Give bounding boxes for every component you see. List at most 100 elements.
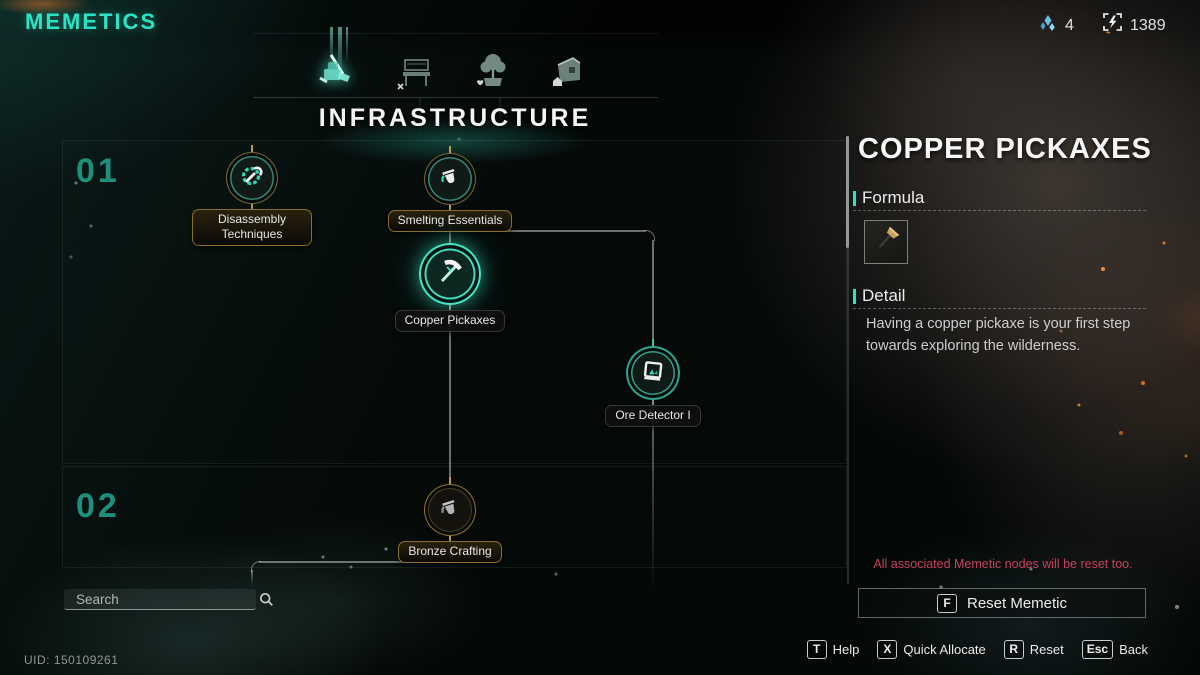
salvage-machine-icon [314,47,360,96]
detail-divider [853,308,1146,309]
formula-item-copper-pickaxe[interactable] [864,220,908,264]
node-disassembly-techniques[interactable]: Disassembly Techniques [192,145,312,246]
node-label: Smelting Essentials [387,210,513,232]
reset-warning-text: All associated Memetic nodes will be res… [873,557,1133,571]
node-label: Copper Pickaxes [394,310,506,332]
magnifier-icon [259,592,274,607]
keycap-esc: Esc [1081,640,1114,659]
active-tab-light-beam [338,27,342,79]
node-label: Disassembly Techniques [192,209,312,246]
reset-memetic-button[interactable]: F Reset Memetic [858,588,1146,618]
pouring-crucible-icon [437,164,463,195]
connector-smelting-to-bronze [449,204,451,487]
connector-corner [645,230,655,241]
ore-detector-icon [640,358,666,389]
help-label: Help [832,642,860,657]
user-id: UID: 150109261 [24,653,119,667]
quick-allocate-label: Quick Allocate [903,642,986,657]
connector-to-ore-detector [652,240,654,348]
tab-building[interactable] [544,50,590,96]
help-shortcut[interactable]: T Help [806,640,860,659]
currency-energy: 1389 [1102,12,1166,39]
reset-label: Reset [1029,642,1064,657]
node-ring [226,152,278,204]
currency-crystal-value: 4 [1065,16,1074,34]
node-ore-detector-1[interactable]: Ore Detector I [583,339,723,427]
detail-heading: Detail [862,286,906,305]
node-ring-selected [419,243,481,305]
tab-infrastructure[interactable] [313,46,361,96]
house-icon [545,50,589,97]
shortcut-bar: T Help X Quick Allocate R Reset Esc Back [0,640,1148,659]
pickaxe-icon [435,257,465,292]
crucible-icon [437,495,463,526]
workbench-icon [395,54,437,97]
active-tab-light-beam [330,27,333,69]
node-stem [652,400,654,405]
hatchet-icon [870,224,902,261]
node-stem [449,205,451,210]
search-bar[interactable] [64,589,273,610]
currency-energy-value: 1389 [1130,16,1166,34]
node-stem [449,305,451,310]
node-bronze-crafting[interactable]: Bronze Crafting [380,477,520,563]
keycap-t: T [806,640,827,659]
connector-tier2-down [251,570,253,585]
keycap-r: R [1003,640,1024,659]
node-ring [424,153,476,205]
active-tab-light-beam [346,27,348,63]
gear-wrench-icon [239,163,265,194]
tier-2-label: 02 [76,487,120,525]
search-input[interactable] [64,591,259,607]
formula-divider [853,210,1146,211]
section-accent-bar [853,190,856,206]
tab-strip-divider [253,97,658,98]
node-label: Ore Detector I [605,405,701,427]
tier-2-panel [62,466,847,568]
node-stem [449,536,451,541]
detail-scrollbar-thumb[interactable] [846,136,849,248]
tier-1-label: 01 [76,152,120,190]
node-pin [251,145,253,152]
node-ring [626,346,680,400]
back-shortcut[interactable]: Esc Back [1081,640,1148,659]
planter-tree-icon [471,50,513,97]
node-pin [449,477,451,484]
tab-planting[interactable] [470,50,514,96]
selected-node-title: COPPER PICKAXES [858,133,1152,165]
currency-crystal: 4 [1038,13,1074,38]
dust-particles [0,0,2,2]
node-label: Bronze Crafting [398,541,502,563]
reset-shortcut[interactable]: R Reset [1003,640,1064,659]
reset-memetic-label: Reset Memetic [966,594,1068,612]
keycap-x: X [877,640,898,659]
tier-1-panel [62,140,847,464]
page-title: MEMETICS [25,9,158,34]
connector-tier2-horizontal [259,561,450,563]
formula-section-header: Formula [853,188,924,208]
connector-branch-horizontal [450,230,646,232]
crystal-cluster-icon [1038,13,1058,38]
keycap-f: F [936,593,957,613]
detail-description: Having a copper pickaxe is your first st… [866,316,1131,354]
node-smelting-essentials[interactable]: Smelting Essentials [380,146,520,232]
bracket-lightning-icon [1102,12,1123,39]
connector-ore-detector-down [652,396,654,592]
back-label: Back [1119,642,1148,657]
section-accent-bar [853,288,856,304]
formula-heading: Formula [862,188,925,207]
node-copper-pickaxes[interactable]: Copper Pickaxes [380,243,520,332]
connector-corner [251,561,261,572]
background-streak [419,97,421,141]
detail-scrollbar-track[interactable] [847,136,849,584]
quick-allocate-shortcut[interactable]: X Quick Allocate [877,640,986,659]
category-heading: INFRASTRUCTURE [318,104,592,132]
node-pin [652,339,654,346]
tab-crafting[interactable] [394,54,438,96]
node-ring [424,484,476,536]
background-streak [499,97,501,135]
detail-section-header: Detail [853,286,905,306]
node-stem [251,204,253,209]
